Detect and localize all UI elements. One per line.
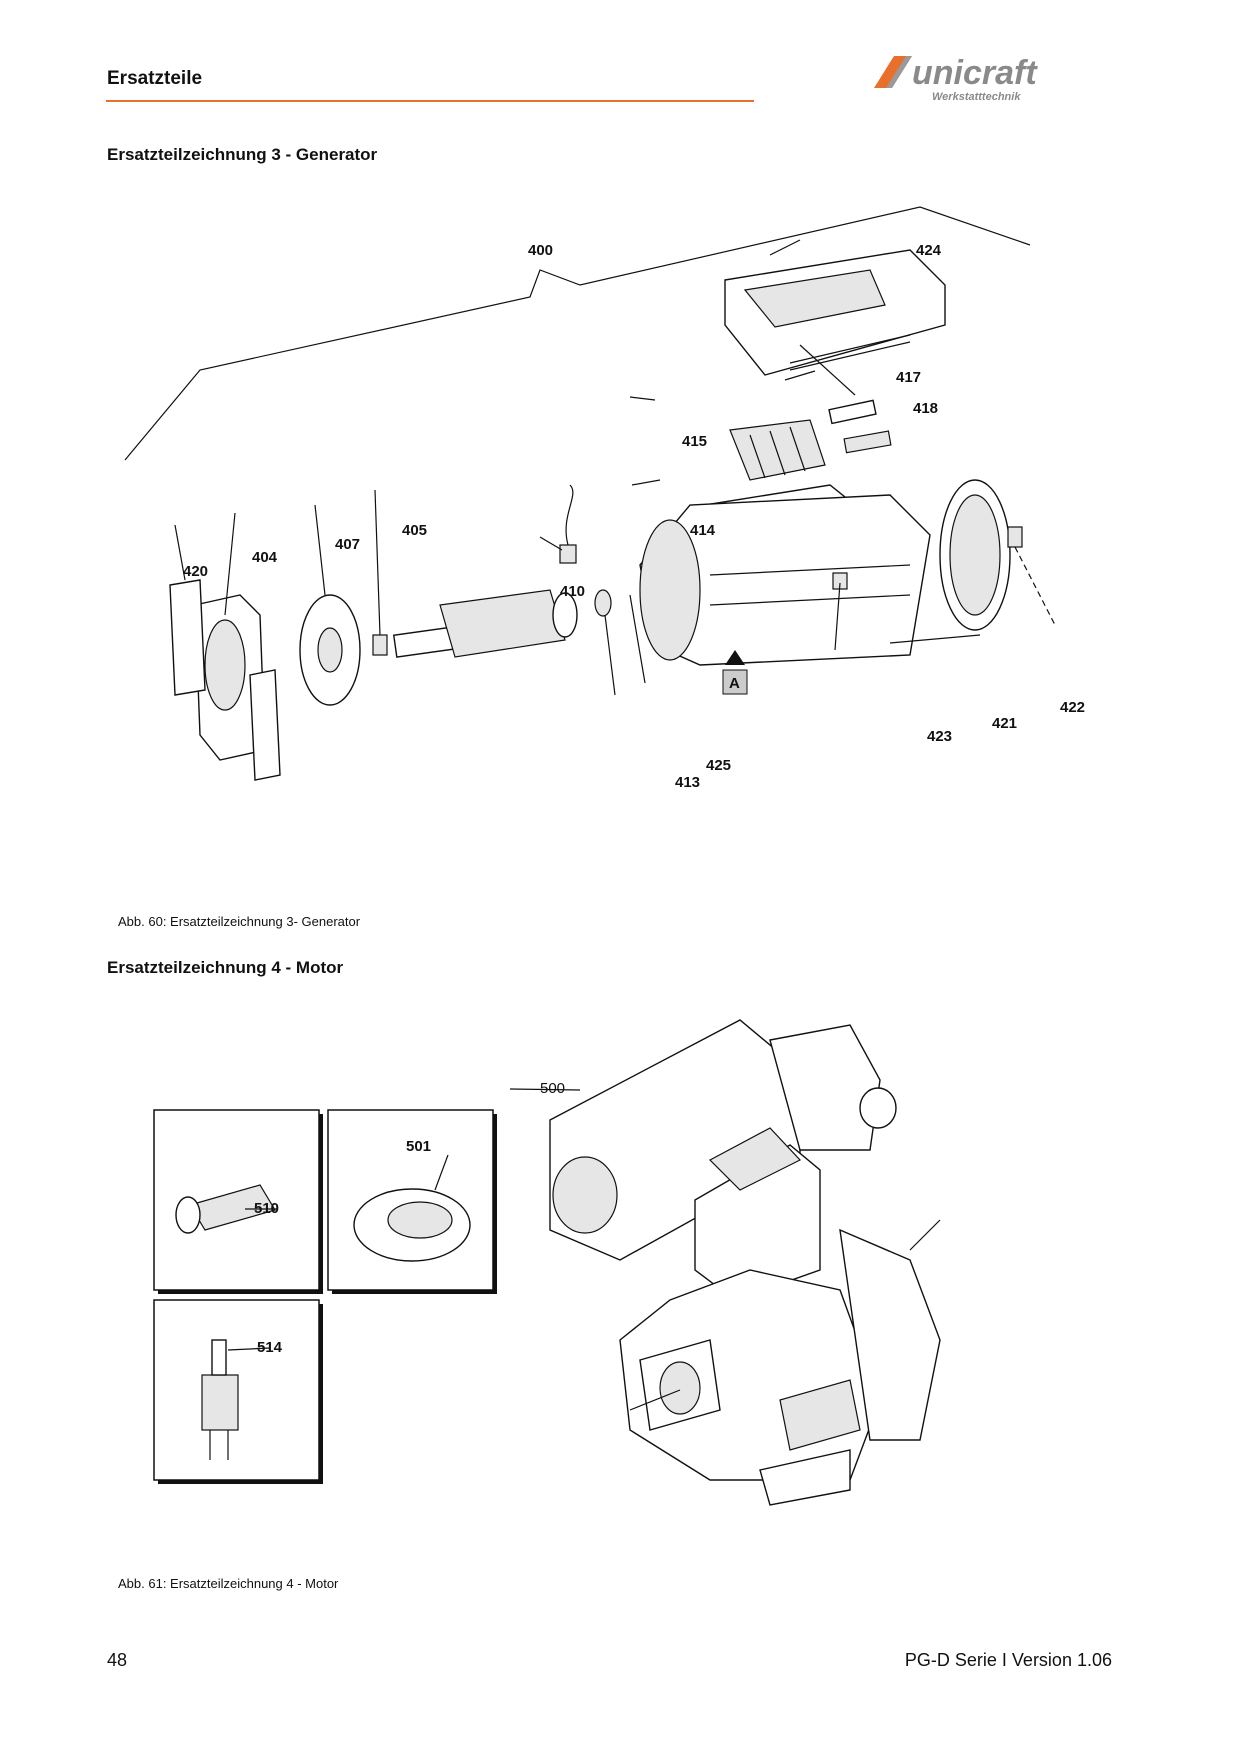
label-420: 420: [183, 563, 208, 580]
view-marker-box: [722, 669, 748, 695]
part-422: [1007, 526, 1023, 548]
figure-caption-generator: Abb. 60: Ersatzteilzeichnung 3- Generato…: [118, 914, 361, 929]
leader-415: [629, 396, 656, 401]
leader-417: [799, 344, 856, 396]
terminal-box-cover-424: [724, 249, 946, 376]
page-title: Ersatzteile: [107, 68, 203, 89]
leader-425: [629, 594, 646, 684]
label-421: 421: [992, 715, 1017, 732]
leader-414: [631, 479, 661, 486]
label-422: 422: [1060, 699, 1085, 716]
leader-413: [604, 614, 616, 696]
stator-housing: [639, 494, 931, 666]
label-418: 418: [913, 400, 938, 417]
leader-423: [834, 582, 841, 651]
label-510: 510: [254, 1200, 279, 1217]
logo-subtitle-text: Werkstatttechnik: [932, 91, 1021, 103]
label-425: 425: [706, 757, 731, 774]
leader-421: [889, 634, 981, 644]
connector-410: [559, 484, 577, 564]
logo-mark-icon: unicraft Werkstatttechnik: [874, 54, 1038, 103]
inset-box-514: [153, 1299, 323, 1484]
leader-410: [539, 536, 563, 551]
label-400: 400: [528, 242, 553, 259]
label-413: 413: [675, 774, 700, 791]
generator-exploded-drawing: A 400 424 417 418 415 414 405 407 404 42…: [124, 206, 1085, 791]
leader-418: [784, 370, 816, 381]
section-heading-motor: Ersatzteilzeichnung 4 - Motor: [107, 958, 344, 977]
footer-page-number: 48: [107, 1650, 128, 1670]
section-heading-generator: Ersatzteilzeichnung 3 - Generator: [107, 145, 378, 164]
label-414: 414: [690, 522, 716, 539]
logo-brand-text: unicraft: [912, 54, 1038, 92]
terminal-block-417: [828, 399, 877, 425]
leader-422: [1014, 546, 1056, 626]
fan-grille-421: [939, 479, 1011, 631]
label-407: 407: [335, 536, 360, 553]
motor-exploded-drawing: 501 510 514 500: [153, 1019, 941, 1506]
label-404: 404: [252, 549, 278, 566]
leader-424: [769, 239, 801, 256]
label-423: 423: [927, 728, 952, 745]
end-shield-404: [194, 594, 266, 761]
label-514: 514: [257, 1339, 283, 1356]
footer-version: PG-D Serie I Version 1.06: [904, 1650, 1112, 1670]
unicraft-logo: unicraft Werkstatttechnik: [872, 48, 1112, 108]
bearing-413: [594, 589, 612, 617]
label-410: 410: [560, 583, 585, 600]
figure-caption-motor: Abb. 61: Ersatzteilzeichnung 4 - Motor: [118, 1576, 339, 1591]
engine-500: [549, 1019, 941, 1506]
label-501: 501: [406, 1138, 431, 1155]
rectifier-415: [729, 419, 826, 481]
bracket-line-400: [124, 206, 1031, 461]
bearing-405: [372, 634, 388, 656]
label-415: 415: [682, 433, 707, 450]
label-417: 417: [896, 369, 921, 386]
terminal-strip-418: [843, 430, 892, 454]
fan-407: [299, 594, 361, 706]
leader-407: [314, 504, 326, 596]
title-divider: [106, 100, 754, 102]
leader-420: [174, 524, 186, 581]
leader-405: [374, 489, 381, 636]
leader-500: [509, 1088, 581, 1091]
warning-triangle-icon: [725, 650, 745, 665]
label-405: 405: [402, 522, 427, 539]
inset-box-501: [327, 1109, 497, 1294]
rotor: [392, 589, 578, 658]
leader-404: [224, 512, 236, 616]
label-424: 424: [916, 242, 942, 259]
inset-box-510: [153, 1109, 323, 1294]
vent-plate-420: [169, 579, 281, 781]
label-500: 500: [540, 1080, 565, 1097]
view-marker-a: A: [729, 675, 740, 692]
